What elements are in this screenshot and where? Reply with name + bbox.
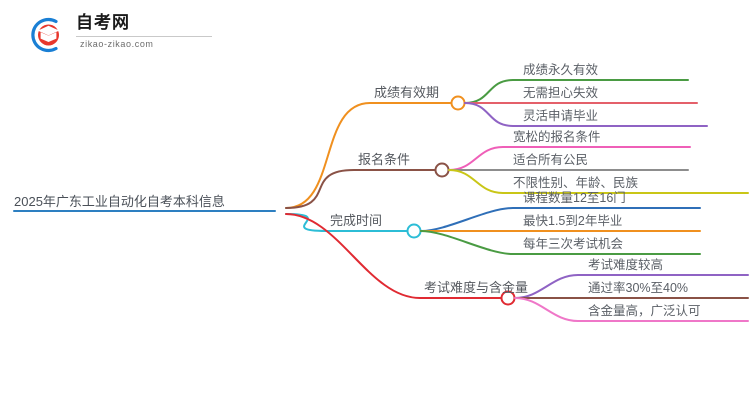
leaf-label-3-2[interactable]: 最快1.5到2年毕业: [523, 214, 623, 228]
branch-label-4[interactable]: 考试难度与含金量: [424, 280, 529, 295]
branch-label-3[interactable]: 完成时间: [330, 213, 383, 228]
logo-title: 自考网: [76, 13, 130, 32]
leaf-label-2-2[interactable]: 适合所有公民: [513, 153, 589, 167]
logo-text-block: 自考网 zikao-zikao.com: [76, 13, 216, 49]
leaf-label-3-1[interactable]: 课程数量12至16门: [523, 191, 626, 205]
leaf-label-3-3[interactable]: 每年三次考试机会: [523, 237, 624, 251]
leaf-label-4-2[interactable]: 通过率30%至40%: [588, 281, 689, 295]
leaf-label-1-3[interactable]: 灵活申请毕业: [523, 109, 599, 123]
branch-label-2[interactable]: 报名条件: [358, 152, 411, 167]
site-logo: 自考网 zikao-zikao.com: [26, 11, 216, 57]
leaf-label-2-3[interactable]: 不限性别、年龄、民族: [513, 176, 639, 190]
leaf-label-1-1[interactable]: 成绩永久有效: [523, 63, 599, 77]
graduation-cap-circle-logo-icon: [26, 15, 68, 55]
logo-divider: [76, 36, 212, 37]
leaf-label-4-3[interactable]: 含金量高，广泛认可: [588, 304, 701, 318]
root-node-label[interactable]: 2025年广东工业自动化自考本科信息: [14, 194, 225, 209]
leaf-label-4-1[interactable]: 考试难度较高: [588, 258, 664, 272]
logo-domain: zikao-zikao.com: [80, 39, 154, 49]
branch-label-1[interactable]: 成绩有效期: [374, 85, 440, 100]
leaf-label-2-1[interactable]: 宽松的报名条件: [513, 130, 601, 144]
leaf-label-1-2[interactable]: 无需担心失效: [523, 86, 599, 100]
